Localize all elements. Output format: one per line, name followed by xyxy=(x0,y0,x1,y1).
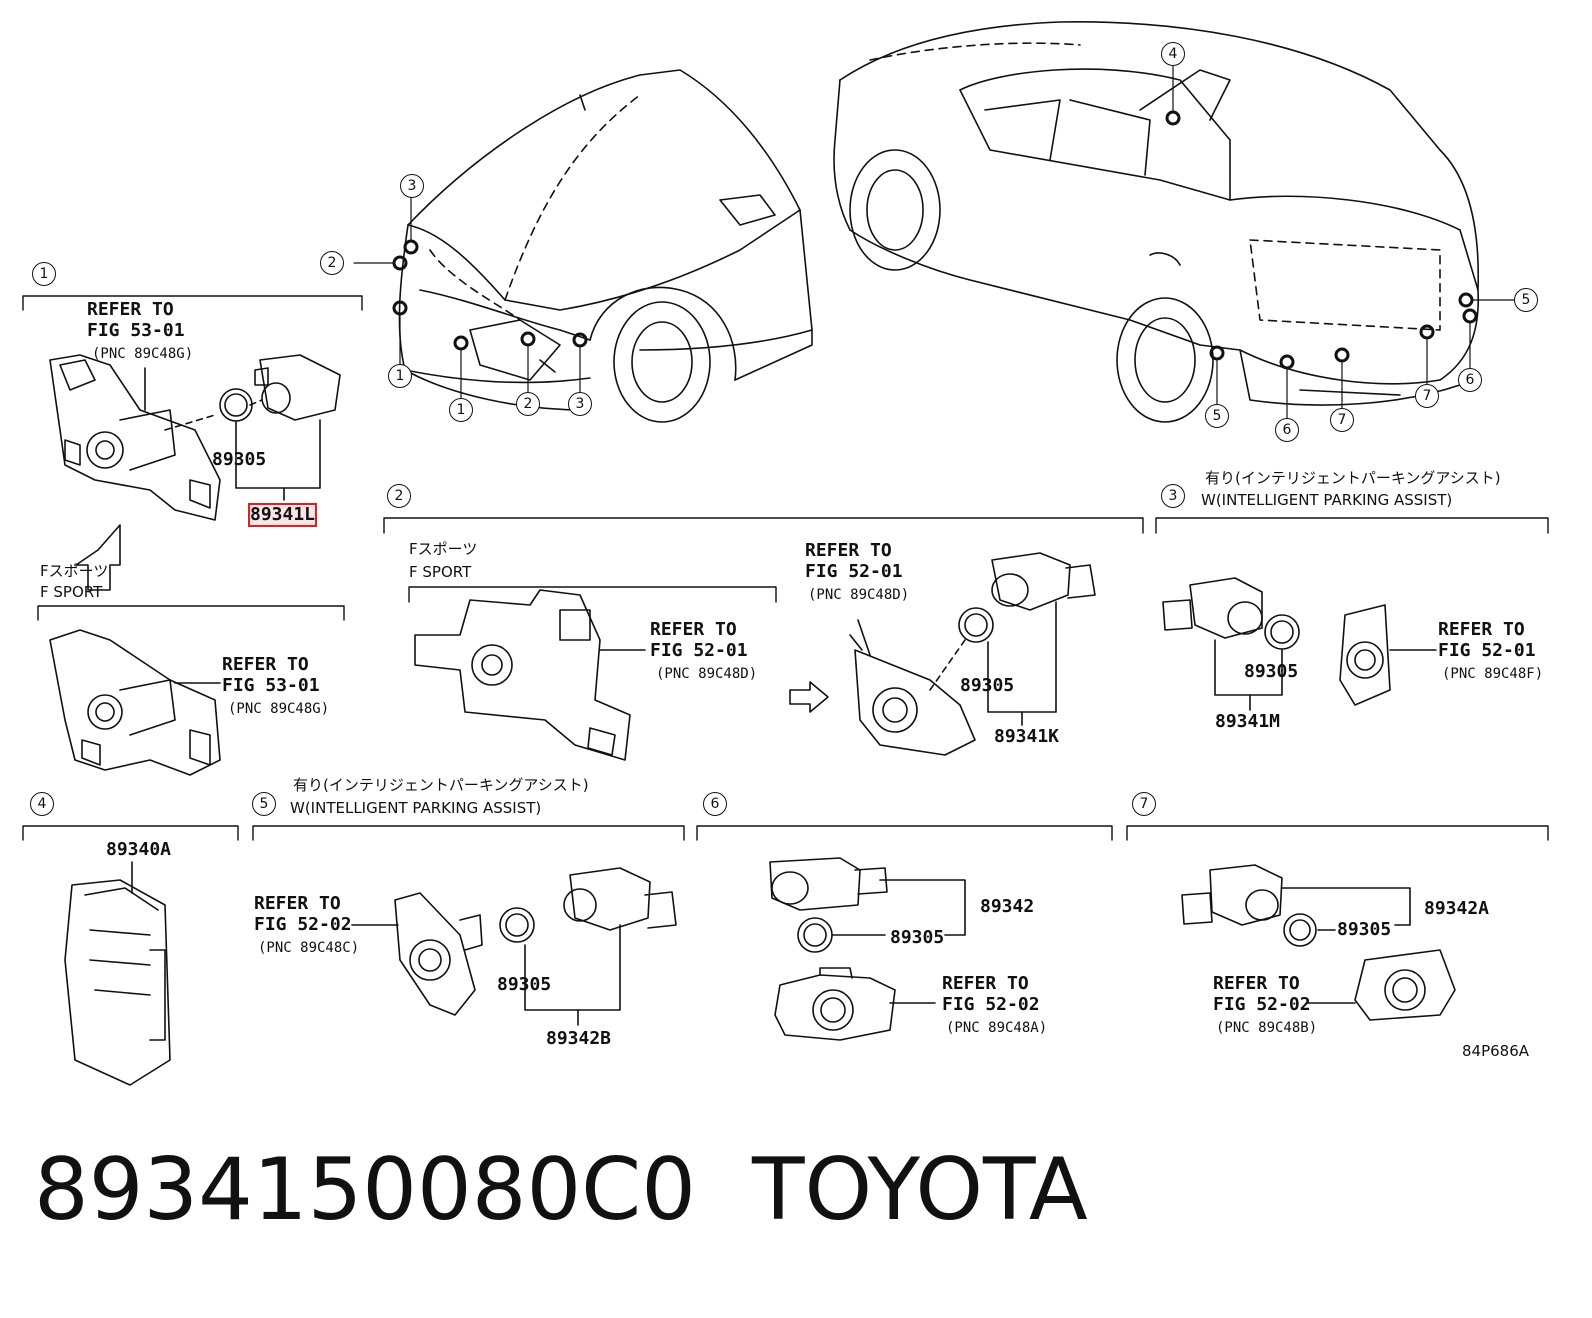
front-car-illustration xyxy=(398,69,813,423)
callout-4-rear-top: 4 xyxy=(1161,42,1185,66)
section3-parts xyxy=(1162,577,1437,711)
s5-ipa-jp: 有り(インテリジェントパーキングアシスト) xyxy=(293,776,589,794)
s1-refer-to: REFER TO xyxy=(87,299,174,320)
callout-6-rear-right: 6 xyxy=(1458,368,1482,392)
s3-fig-ref[interactable]: FIG 52-01 xyxy=(1438,640,1536,661)
callout-2-front-left: 2 xyxy=(320,251,344,275)
s3-part-89341M[interactable]: 89341M xyxy=(1215,711,1281,732)
callout-1-front-low: 1 xyxy=(388,364,412,388)
section-2-number: 2 xyxy=(387,484,411,508)
s4-part-89340A[interactable]: 89340A xyxy=(106,839,172,860)
callout-5-rear-right: 5 xyxy=(1514,288,1538,312)
s1-refer-to-2: REFER TO xyxy=(222,654,309,675)
s7-part-89342A[interactable]: 89342A xyxy=(1424,898,1490,919)
s6-refer-to: REFER TO xyxy=(942,973,1029,994)
s1-fsport-en: F SPORT xyxy=(40,583,103,601)
section-3-number: 3 xyxy=(1161,484,1185,508)
callout-7-rear-right: 7 xyxy=(1415,384,1439,408)
s6-fig-ref[interactable]: FIG 52-02 xyxy=(942,994,1040,1015)
s1-fig-ref-2[interactable]: FIG 53-01 xyxy=(222,675,320,696)
s5-refer-to: REFER TO xyxy=(254,893,341,914)
s1-pnc-2: (PNC 89C48G) xyxy=(228,701,330,717)
s2-fig-ref[interactable]: FIG 52-01 xyxy=(650,640,748,661)
section-1-number: 1 xyxy=(32,262,56,286)
s1-fsport-jp: Fスポーツ xyxy=(40,562,109,580)
section-7-number: 7 xyxy=(1132,792,1156,816)
s6-part-89305[interactable]: 89305 xyxy=(890,927,945,948)
s2-part-89341K[interactable]: 89341K xyxy=(994,726,1060,747)
s7-fig-ref[interactable]: FIG 52-02 xyxy=(1213,994,1311,1015)
section5-parts xyxy=(351,867,677,1026)
s3-ipa-en: W(INTELLIGENT PARKING ASSIST) xyxy=(1201,491,1453,509)
s3-ipa-jp: 有り(インテリジェントパーキングアシスト) xyxy=(1205,469,1501,487)
rear-car-illustration xyxy=(833,21,1480,423)
callout-6-rear-center: 6 xyxy=(1275,418,1299,442)
section7-parts xyxy=(1181,864,1456,1021)
section-4-number: 4 xyxy=(30,792,54,816)
s5-ipa-en: W(INTELLIGENT PARKING ASSIST) xyxy=(290,799,542,817)
s2-pnc: (PNC 89C48D) xyxy=(656,666,758,682)
s6-pnc: (PNC 89C48A) xyxy=(946,1020,1048,1036)
s7-pnc: (PNC 89C48B) xyxy=(1216,1020,1318,1036)
s7-refer-to: REFER TO xyxy=(1213,973,1300,994)
s5-part-89305[interactable]: 89305 xyxy=(497,974,552,995)
s1-part-89305[interactable]: 89305 xyxy=(212,449,267,470)
s2-fig-ref-2[interactable]: FIG 52-01 xyxy=(805,561,903,582)
callout-3-front-right: 3 xyxy=(568,392,592,416)
s1-pnc: (PNC 89C48G) xyxy=(92,346,194,362)
s3-refer-to: REFER TO xyxy=(1438,619,1525,640)
callout-leaders xyxy=(353,65,1515,419)
callout-5-rear-left: 5 xyxy=(1205,404,1229,428)
section-6-number: 6 xyxy=(703,792,727,816)
illustration-code: 84P686A xyxy=(1462,1042,1530,1060)
s2-fsport-en: F SPORT xyxy=(409,563,472,581)
section1-parts xyxy=(49,354,341,776)
s3-pnc: (PNC 89C48F) xyxy=(1442,666,1544,682)
section2-parts xyxy=(414,552,1096,761)
s1-part-89341L-highlighted[interactable]: 89341L xyxy=(247,503,318,527)
s5-fig-ref[interactable]: FIG 52-02 xyxy=(254,914,352,935)
s2-fsport-jp: Fスポーツ xyxy=(409,540,478,558)
section-5-number: 5 xyxy=(252,792,276,816)
s6-part-89342[interactable]: 89342 xyxy=(980,896,1035,917)
footer-brand: TOYOTA xyxy=(752,1140,1088,1240)
callout-2-front-center: 2 xyxy=(516,392,540,416)
s2-pnc-2: (PNC 89C48D) xyxy=(808,587,910,603)
s3-part-89305[interactable]: 89305 xyxy=(1244,661,1299,682)
s1-fig-ref[interactable]: FIG 53-01 xyxy=(87,320,185,341)
footer-part-number: 8934150080C0 xyxy=(34,1140,696,1240)
s2-part-89305[interactable]: 89305 xyxy=(960,675,1015,696)
callout-7-rear-center: 7 xyxy=(1330,408,1354,432)
s7-part-89305[interactable]: 89305 xyxy=(1337,919,1392,940)
s2-refer-to-2: REFER TO xyxy=(805,540,892,561)
callout-3-front-top: 3 xyxy=(400,174,424,198)
section-brackets xyxy=(22,295,1549,841)
section4-parts xyxy=(64,861,171,1086)
section6-parts xyxy=(769,857,966,1041)
s5-part-89342B[interactable]: 89342B xyxy=(546,1028,612,1049)
s2-refer-to: REFER TO xyxy=(650,619,737,640)
callout-1-front-center: 1 xyxy=(449,398,473,422)
s5-pnc: (PNC 89C48C) xyxy=(258,940,360,956)
